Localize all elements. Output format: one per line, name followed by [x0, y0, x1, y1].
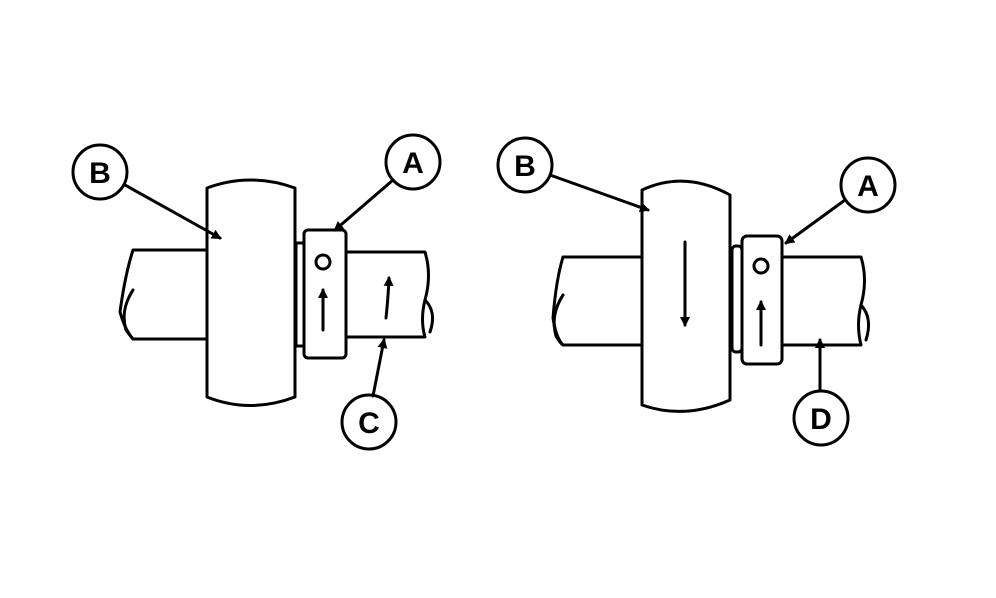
callout-d-right: D — [792, 338, 850, 447]
collar-a — [302, 228, 348, 360]
callout-b-right: B — [496, 136, 650, 213]
label-b: B — [89, 157, 111, 190]
shaft-right-segment — [781, 255, 871, 347]
shaft-right-segment — [343, 250, 435, 339]
shaft-rotation-arrow-up — [383, 276, 394, 320]
label-a: A — [857, 170, 879, 203]
shaft-left-segment — [551, 255, 642, 347]
callout-a-left: A — [333, 133, 442, 232]
shaft-left-segment — [118, 248, 209, 341]
collar-hole — [752, 257, 770, 275]
disc-b — [205, 178, 297, 407]
figure-right: B A D — [496, 136, 897, 447]
collar-hole — [314, 253, 332, 271]
label-b: B — [514, 150, 536, 183]
label-d: D — [810, 403, 832, 436]
figure-left: B A C — [71, 133, 442, 451]
label-a: A — [402, 147, 424, 180]
callout-a-right: A — [784, 156, 897, 245]
callout-b-left: B — [71, 143, 222, 240]
label-c: C — [358, 407, 380, 440]
callout-c-left: C — [340, 338, 398, 451]
